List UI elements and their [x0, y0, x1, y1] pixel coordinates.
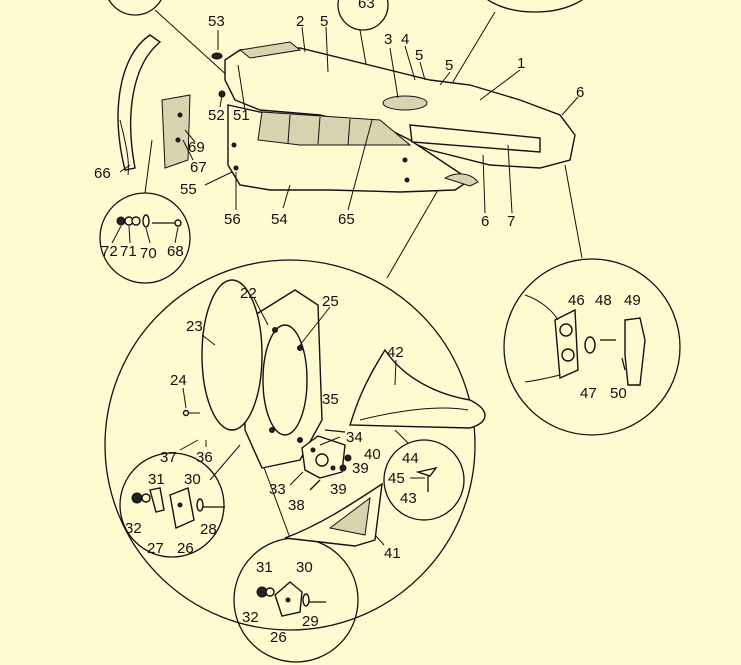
label-47: 47 — [580, 385, 597, 402]
label-3: 3 — [384, 31, 392, 48]
label-38: 38 — [288, 497, 305, 514]
label-41: 41 — [384, 545, 401, 562]
label-31a: 31 — [148, 471, 165, 488]
label-46: 46 — [568, 292, 585, 309]
label-32a: 32 — [125, 520, 142, 537]
label-32b: 32 — [242, 609, 259, 626]
detail-circles — [99, 0, 681, 663]
label-72: 72 — [101, 243, 118, 260]
part-labels: 53 2 5 63 3 4 5 5 1 6 52 51 69 67 66 55 … — [94, 0, 641, 646]
label-39b: 39 — [330, 481, 347, 498]
detail-circle-top-middle — [337, 0, 389, 31]
bracket-detail-left — [131, 487, 225, 530]
rear-fittings — [524, 294, 646, 386]
label-63: 63 — [358, 0, 375, 12]
label-34: 34 — [346, 429, 363, 446]
label-30a: 30 — [184, 471, 201, 488]
label-25: 25 — [322, 293, 339, 310]
label-49: 49 — [624, 292, 641, 309]
label-44: 44 — [402, 450, 419, 467]
label-52: 52 — [208, 107, 225, 124]
label-53: 53 — [208, 13, 225, 30]
label-22: 22 — [240, 285, 257, 302]
screw-assembly — [410, 466, 438, 492]
label-24: 24 — [170, 372, 187, 389]
cone-42 — [349, 348, 486, 429]
label-33: 33 — [269, 481, 286, 498]
detail-circle-rear-fittings — [503, 258, 681, 436]
label-69: 69 — [188, 139, 205, 156]
label-40: 40 — [364, 446, 381, 463]
bracket-detail-bottom — [256, 581, 326, 617]
bracket-33-34 — [301, 429, 352, 491]
label-2: 2 — [296, 13, 304, 30]
label-5b: 5 — [415, 47, 423, 64]
label-6a: 6 — [576, 84, 584, 101]
label-55: 55 — [180, 181, 197, 198]
label-5c: 5 — [445, 57, 453, 74]
label-5a: 5 — [320, 13, 328, 30]
label-70: 70 — [140, 245, 157, 262]
label-27: 27 — [147, 540, 164, 557]
label-39a: 39 — [352, 460, 369, 477]
detail-circle-washers — [99, 192, 191, 284]
disc-23 — [201, 279, 263, 431]
label-4: 4 — [401, 31, 409, 48]
disc-plate-22-23 — [182, 279, 323, 469]
label-67: 67 — [190, 159, 207, 176]
detail-circle-top-right — [487, 0, 583, 13]
label-30b: 30 — [296, 559, 313, 576]
label-7: 7 — [507, 213, 515, 230]
label-66: 66 — [94, 165, 111, 182]
curved-panel-66 — [117, 34, 191, 176]
detail-circle-top-left — [108, 0, 162, 16]
label-31b: 31 — [256, 559, 273, 576]
detail-circle-screw — [383, 439, 465, 521]
detail-circle-fairing-assembly — [104, 259, 476, 631]
label-35: 35 — [322, 391, 339, 408]
label-65: 65 — [338, 211, 355, 228]
label-37: 37 — [160, 449, 177, 466]
label-56: 56 — [224, 211, 241, 228]
label-51: 51 — [233, 107, 250, 124]
label-50: 50 — [610, 385, 627, 402]
label-29: 29 — [302, 613, 319, 630]
label-54: 54 — [271, 211, 288, 228]
label-68: 68 — [167, 243, 184, 260]
small-parts-top-left — [211, 52, 226, 98]
label-28: 28 — [200, 521, 217, 538]
label-71: 71 — [120, 243, 137, 260]
label-43: 43 — [400, 490, 417, 507]
side-rail — [409, 124, 541, 153]
label-26b: 26 — [270, 629, 287, 646]
label-42: 42 — [387, 344, 404, 361]
label-1: 1 — [517, 55, 525, 72]
detail-circle-bracket-left — [119, 452, 225, 558]
label-48: 48 — [595, 292, 612, 309]
leader-lines — [111, 26, 579, 546]
label-45: 45 — [388, 470, 405, 487]
label-26a: 26 — [177, 540, 194, 557]
label-6b: 6 — [481, 213, 489, 230]
label-23: 23 — [186, 318, 203, 335]
washer-set — [116, 214, 182, 228]
label-36: 36 — [196, 449, 213, 466]
top-opening — [382, 95, 428, 111]
winglet-41 — [284, 482, 383, 547]
